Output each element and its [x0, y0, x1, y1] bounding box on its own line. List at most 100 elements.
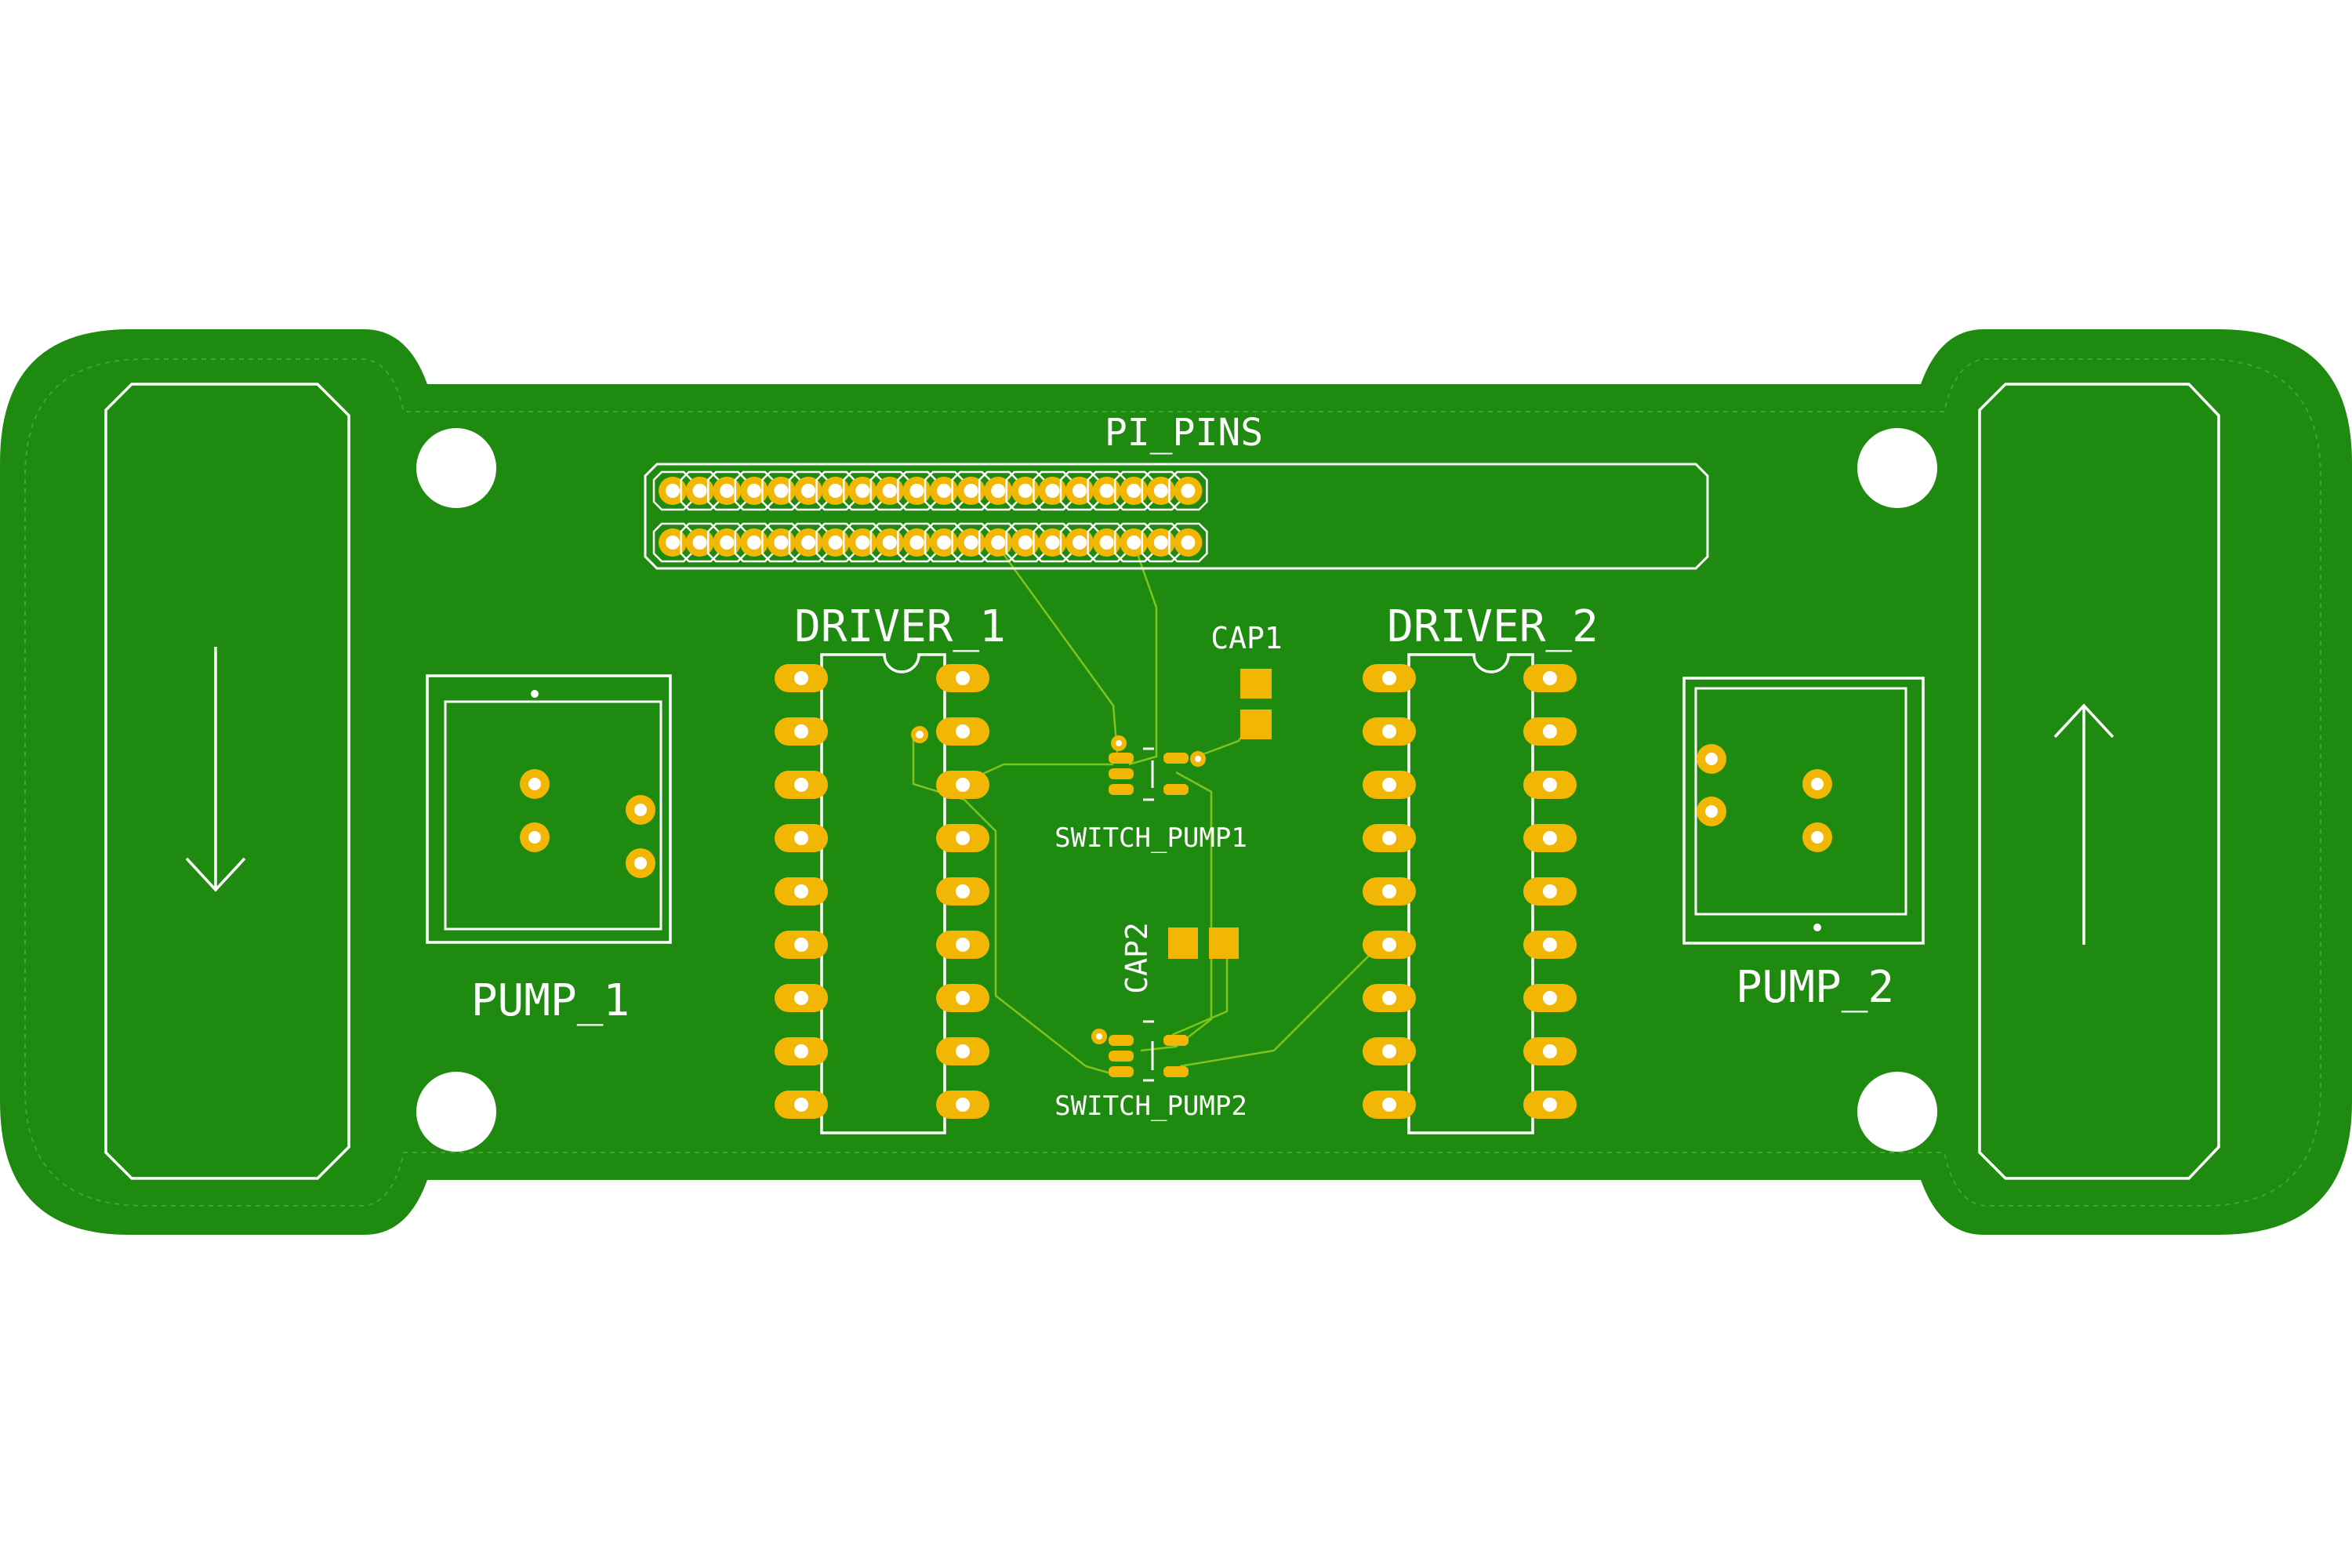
header-pin-drill: [882, 535, 897, 550]
header-pin-drill: [692, 484, 707, 498]
pump-2: [1682, 677, 1925, 945]
switch-pad: [1109, 1051, 1134, 1062]
header-pin-drill: [991, 484, 1006, 498]
left-tab: [104, 383, 350, 1180]
mounting-hole: [416, 428, 496, 508]
driver-pin-drill: [1543, 938, 1557, 952]
driver-pin-drill: [956, 671, 970, 685]
header-pin-outline: [1168, 470, 1208, 511]
cap1-pad: [1240, 669, 1272, 699]
driver-pin-drill: [1543, 1044, 1557, 1058]
cap1-pad: [1240, 710, 1272, 739]
driver-1-pads: [775, 664, 989, 1119]
header-pin-drill: [666, 484, 680, 498]
driver-pin-drill: [956, 884, 970, 898]
header-pin-drill: [666, 535, 680, 550]
driver-1-label: DRIVER_1: [794, 601, 1006, 652]
header-pin-drill: [1073, 535, 1087, 550]
driver-pin-drill: [1382, 831, 1396, 845]
cap2-pad: [1209, 927, 1239, 959]
header-pin-drill: [964, 535, 978, 550]
board-outline: [0, 329, 2352, 1235]
header-pin-drill: [909, 535, 924, 550]
driver-2-pads: [1363, 664, 1577, 1119]
pi-header: [644, 463, 1709, 570]
switch-pad: [1163, 1035, 1189, 1046]
header-pin-drill: [1153, 535, 1168, 550]
header-pin-drill: [1073, 484, 1087, 498]
switch-pad: [1109, 753, 1134, 764]
driver-pin-drill: [1543, 1098, 1557, 1112]
driver-pin-drill: [1543, 884, 1557, 898]
header-pin-drill: [882, 484, 897, 498]
driver-pin-drill: [1543, 671, 1557, 685]
driver-pin-drill: [956, 1044, 970, 1058]
pump-1-label: PUMP_1: [471, 975, 630, 1026]
header-pin-drill: [1018, 535, 1033, 550]
pump-1: [426, 674, 672, 944]
mounting-holes: [416, 428, 1937, 1152]
driver-pin-drill: [1382, 938, 1396, 952]
driver-pin-drill: [956, 991, 970, 1005]
header-pin-drill: [746, 484, 761, 498]
driver-pin-drill: [794, 991, 808, 1005]
cap2: [1168, 927, 1239, 959]
header-pin-drill: [909, 484, 924, 498]
cap1-label: CAP1: [1210, 621, 1283, 655]
driver-pin-drill: [1382, 1098, 1396, 1112]
header-pin-drill: [828, 484, 843, 498]
header-pin-drill: [1018, 484, 1033, 498]
mounting-hole: [1857, 428, 1937, 508]
header-pin-drill: [991, 535, 1006, 550]
mounting-hole: [416, 1072, 496, 1152]
driver-pin-drill: [794, 778, 808, 792]
driver-pin-drill: [1382, 778, 1396, 792]
header-pin-drill: [801, 535, 815, 550]
header-pin-drill: [1099, 484, 1114, 498]
cap2-pad: [1168, 927, 1198, 959]
driver-pin-drill: [794, 884, 808, 898]
via-drill: [1195, 756, 1201, 762]
pump-2-label: PUMP_2: [1736, 962, 1894, 1013]
driver-pin-drill: [794, 1044, 808, 1058]
switch-pad: [1163, 1066, 1189, 1077]
driver-pin-drill: [1382, 671, 1396, 685]
header-pin-drill: [1127, 535, 1142, 550]
header-pin-drill: [801, 484, 815, 498]
header-pin-drill: [964, 484, 978, 498]
driver-pin-drill: [794, 938, 808, 952]
header-pin-drill: [1153, 484, 1168, 498]
switch-pad: [1109, 784, 1134, 795]
keepout-outline: [24, 358, 2321, 1207]
right-tab: [1978, 383, 2220, 1180]
arrow-up-icon: [2053, 703, 2114, 945]
driver-pin-drill: [956, 831, 970, 845]
header-pin-drill: [1181, 484, 1196, 498]
pin1-marker: [1813, 924, 1821, 931]
driver-pin-drill: [1543, 778, 1557, 792]
pin1-marker: [531, 690, 539, 698]
header-pin-drill: [855, 535, 870, 550]
switch-pump1: [1109, 735, 1206, 801]
switch-pad: [1163, 784, 1189, 795]
via-drill: [1116, 740, 1122, 746]
header-pin-drill: [1181, 535, 1196, 550]
driver-pin-drill: [1543, 991, 1557, 1005]
header-pin-drill: [937, 484, 951, 498]
switch-pad: [1109, 1035, 1134, 1046]
driver-pin-drill: [794, 671, 808, 685]
header-pin-drill: [692, 535, 707, 550]
switch-pump2-label: SWITCH_PUMP2: [1054, 1091, 1247, 1122]
header-pin-outline: [1168, 522, 1208, 563]
header-pin-drill: [720, 484, 735, 498]
header-pin-drill: [1127, 484, 1142, 498]
header-pin-drill: [746, 535, 761, 550]
cap2-label: CAP2: [1120, 922, 1154, 994]
arrow-down-icon: [185, 647, 246, 892]
switch-pad: [1109, 768, 1134, 779]
driver-pin-drill: [794, 724, 808, 739]
pi-pins-label: PI_PINS: [1105, 411, 1263, 455]
driver-pin-drill: [956, 938, 970, 952]
header-pin-drill: [1045, 484, 1060, 498]
